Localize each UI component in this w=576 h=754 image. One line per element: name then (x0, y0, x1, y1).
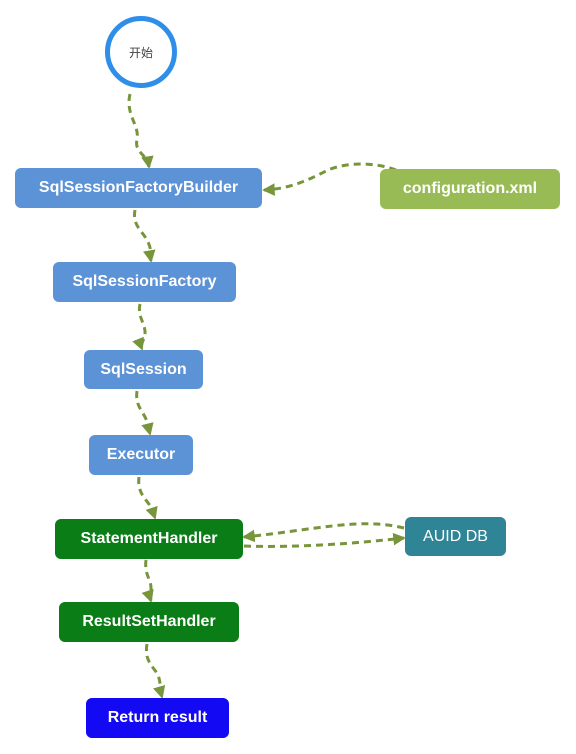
edge-session-to-executor (135, 390, 154, 436)
edge-config-to-builder (262, 162, 397, 196)
node-sql-session-label: SqlSession (100, 360, 187, 378)
node-sql-session[interactable]: SqlSession (84, 350, 203, 389)
node-auid-db[interactable]: AUID DB (405, 517, 506, 556)
node-sql-session-factory-builder-label: SqlSessionFactoryBuilder (38, 179, 239, 196)
node-statement-handler-label: StatementHandler (80, 530, 218, 547)
start-label: 开始 (128, 45, 153, 60)
node-sql-session-factory-builder[interactable]: SqlSessionFactoryBuilder (15, 168, 262, 208)
start-node[interactable]: 开始 (105, 16, 177, 88)
edge-factory-to-session (132, 303, 147, 351)
node-sql-session-factory[interactable]: SqlSessionFactory (53, 262, 236, 302)
node-return-result-label: Return result (107, 709, 208, 726)
node-auid-db-label: AUID DB (423, 527, 488, 545)
edge-start-to-builder (127, 93, 154, 169)
node-configuration-xml-label: configuration.xml (402, 180, 538, 197)
node-statement-handler[interactable]: StatementHandler (55, 519, 243, 559)
node-result-set-handler-label: ResultSetHandler (82, 613, 216, 630)
edge-executor-to-statement (137, 476, 158, 520)
edge-auid-to-statement (242, 522, 405, 543)
node-sql-session-factory-label: SqlSessionFactory (72, 273, 217, 290)
node-result-set-handler[interactable]: ResultSetHandler (59, 602, 239, 642)
node-return-result[interactable]: Return result (86, 698, 229, 738)
edge-statement-to-auid (243, 532, 406, 548)
node-executor[interactable]: Executor (89, 435, 193, 475)
edge-builder-to-factory (132, 209, 156, 263)
node-configuration-xml[interactable]: configuration.xml (380, 169, 560, 209)
edge-statement-to-resultset (141, 559, 154, 603)
node-executor-label: Executor (106, 446, 176, 463)
edge-resultset-to-return (144, 643, 166, 699)
